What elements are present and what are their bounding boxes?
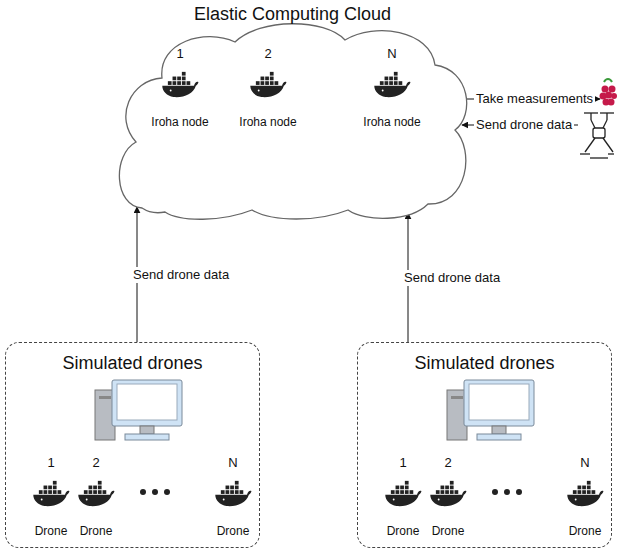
docker-whale-icon: [248, 70, 288, 98]
docker-whale-icon: [160, 70, 200, 98]
arrow-label: Send drone data: [474, 117, 574, 133]
node-label: Iroha node: [235, 114, 301, 130]
docker-container: N Iroha node: [359, 46, 425, 130]
node-label: Drone: [72, 523, 120, 539]
index-number: N: [209, 455, 257, 471]
docker-container: 1Iroha node: [147, 46, 213, 130]
docker-container: 2Drone: [424, 455, 472, 539]
arrow-label: Take measurements: [474, 91, 595, 107]
edge-label: Send drone data: [402, 270, 502, 286]
group-title: Elastic Computing Cloud: [110, 4, 475, 25]
docker-container: 2Drone: [72, 455, 120, 539]
node-label: Drone: [379, 523, 427, 539]
node-label: Drone: [561, 523, 609, 539]
group-title: Simulated drones: [6, 353, 259, 374]
index-number: 2: [235, 46, 301, 62]
docker-whale-icon: [213, 479, 253, 507]
docker-container: 1Drone: [379, 455, 427, 539]
docker-container: N Drone: [209, 455, 257, 539]
group-box: Simulated drones1Drone2DroneNDrone: [5, 342, 260, 548]
computer-icon: [447, 380, 534, 440]
node-label: Drone: [209, 523, 257, 539]
index-number: N: [359, 46, 425, 62]
edge-label: Send drone data: [131, 267, 231, 283]
docker-container: 1Drone: [27, 455, 75, 539]
raspberry-pi-icon: [600, 79, 617, 106]
index-number: N: [561, 455, 609, 471]
docker-whale-icon: [428, 479, 468, 507]
drone-icon: [580, 113, 614, 158]
docker-container: N Drone: [561, 455, 609, 539]
docker-whale-icon: [383, 479, 423, 507]
group-box: Simulated drones1Drone2DroneNDrone: [357, 342, 612, 548]
index-number: 2: [72, 455, 120, 471]
node-label: Drone: [424, 523, 472, 539]
docker-whale-icon: [76, 479, 116, 507]
docker-whale-icon: [31, 479, 71, 507]
node-label: Drone: [27, 523, 75, 539]
index-number: 1: [27, 455, 75, 471]
cloud-outline: [110, 0, 475, 222]
docker-whale-icon: [372, 70, 412, 98]
node-label: Iroha node: [147, 114, 213, 130]
node-label: Iroha node: [359, 114, 425, 130]
docker-container: 2Iroha node: [235, 46, 301, 130]
docker-whale-icon: [565, 479, 605, 507]
cloud-region: Elastic Computing Cloud1Iroha node2Iroha…: [110, 0, 475, 222]
group-title: Simulated drones: [358, 353, 611, 374]
computer-icon: [95, 380, 182, 440]
index-number: 1: [147, 46, 213, 62]
index-number: 2: [424, 455, 472, 471]
index-number: 1: [379, 455, 427, 471]
